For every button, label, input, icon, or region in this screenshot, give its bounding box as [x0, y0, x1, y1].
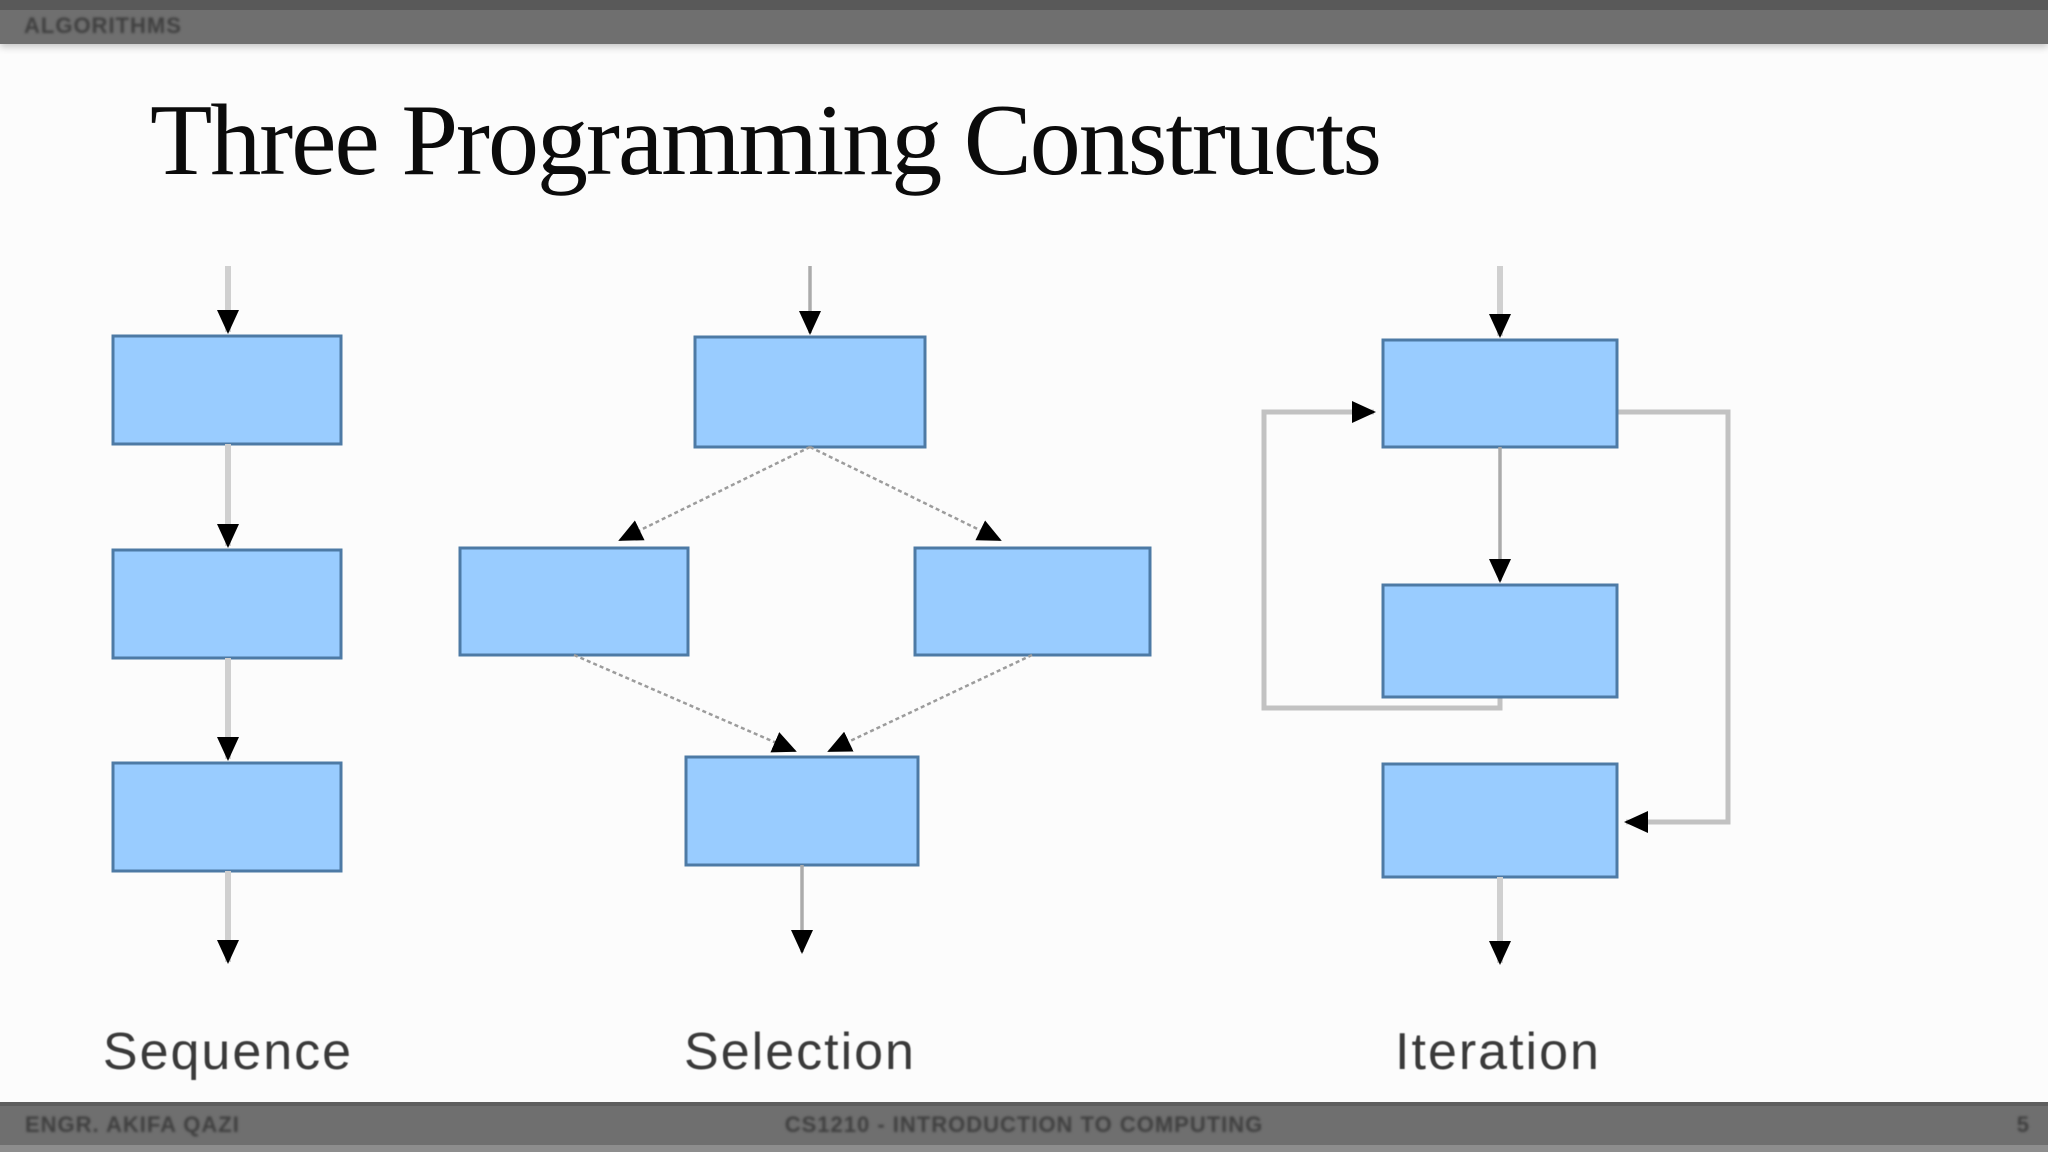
selection-bottom-box — [684, 755, 920, 867]
iteration-diagram — [1261, 266, 1731, 965]
selection-top-box — [693, 335, 927, 449]
iteration-middle-box — [1381, 583, 1619, 699]
sequence-diagram — [111, 266, 343, 964]
footer-author: ENGR. AKIFA QAZI — [25, 1112, 240, 1137]
sequence-box-3 — [111, 761, 343, 873]
footer-page-number: 5 — [2016, 1112, 2030, 1137]
iteration-top-box — [1381, 338, 1619, 449]
selection-right-box — [913, 546, 1152, 657]
bottom-bar-edge — [0, 1102, 2048, 1106]
flowchart-canvas — [111, 266, 1731, 965]
bottom-bar: ENGR. AKIFA QAZI CS1210 - INTRODUCTION T… — [0, 1102, 2048, 1152]
selection-merge-right-arrow — [827, 653, 1033, 753]
page-title: Three Programming Constructs — [150, 84, 1382, 197]
iteration-label: Iteration — [1395, 1023, 1601, 1081]
bottom-bar-light-strip — [0, 1145, 2048, 1152]
selection-merge-left-arrow — [573, 653, 797, 753]
selection-left-box — [458, 546, 690, 657]
sequence-box-1 — [111, 334, 343, 446]
sequence-label: Sequence — [102, 1023, 354, 1081]
top-bar-dark-strip — [0, 0, 2048, 10]
sequence-box-2 — [111, 548, 343, 660]
selection-diagram — [458, 266, 1152, 954]
section-title: ALGORITHMS — [24, 13, 182, 38]
selection-label: Selection — [684, 1023, 916, 1081]
iteration-loop-exit-arrow — [1617, 409, 1731, 833]
footer-course-name: CS1210 - INTRODUCTION TO COMPUTING — [784, 1112, 1264, 1137]
iteration-bottom-box — [1381, 762, 1619, 879]
iteration-loop-back-arrow — [1261, 401, 1503, 711]
selection-branch-left-arrow — [618, 445, 811, 542]
top-bar: ALGORITHMS — [0, 0, 2048, 44]
selection-branch-right-arrow — [809, 445, 1002, 542]
